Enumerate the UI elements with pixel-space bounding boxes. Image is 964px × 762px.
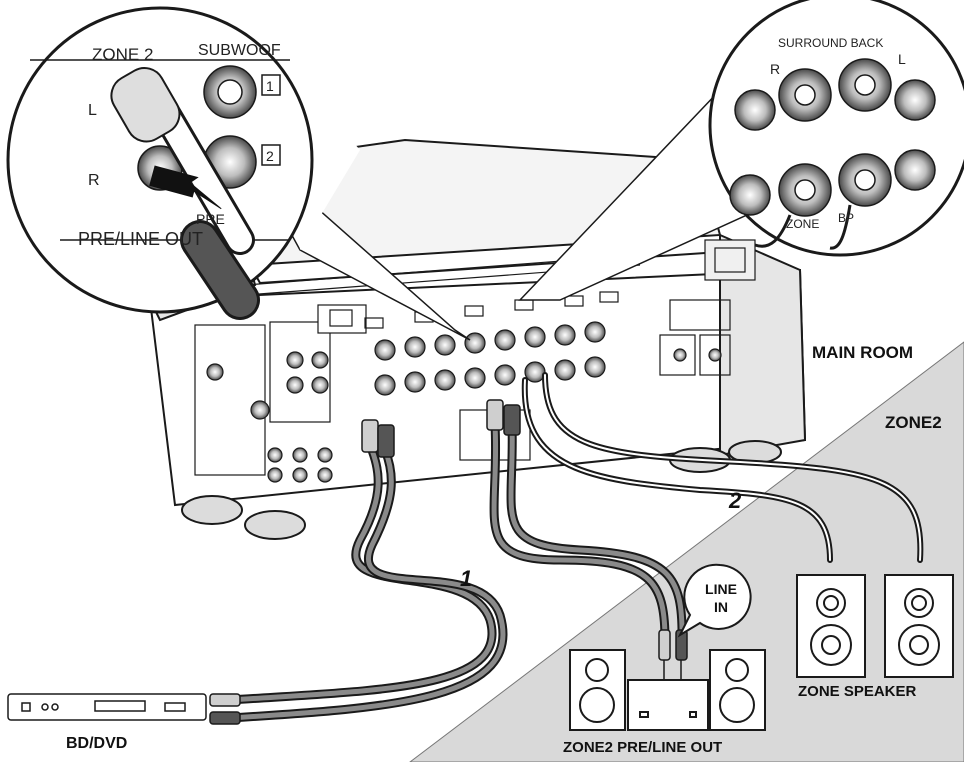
- callout-box1: 1: [266, 78, 274, 94]
- callout-right-r: R: [770, 61, 780, 77]
- callout-right: SURROUND BACK R L ZONE BP: [518, 0, 964, 301]
- callout-right-zone: ZONE: [786, 217, 819, 231]
- callout-l-label: L: [88, 102, 97, 119]
- callout-right-bp: BP: [838, 211, 854, 225]
- step-1-label: 1: [460, 566, 472, 591]
- callout-left: ZONE 2 SUBWOOF L R 1 2 PRE/LINE OUT PRE: [6, 6, 471, 341]
- zone2-amplifier-system: [569, 649, 766, 731]
- callout-surround-back: SURROUND BACK: [778, 36, 883, 50]
- rear-jacks: [206, 321, 722, 483]
- back-panel-details: [179, 239, 756, 476]
- bd-dvd-label: BD/DVD: [66, 735, 127, 752]
- line-in-text-1: LINE: [705, 581, 737, 597]
- rca-plugs-bd: [209, 693, 241, 725]
- zone-speaker-right: [884, 574, 954, 678]
- callout-box2: 2: [266, 148, 274, 164]
- line-in-bubble: LINE IN: [677, 563, 752, 638]
- callout-pre: PRE: [196, 211, 225, 227]
- zone2-label: ZONE2: [885, 413, 942, 432]
- zone2-preout-label: ZONE2 PRE/LINE OUT: [563, 739, 722, 756]
- callout-subwoofer-label: SUBWOOF: [198, 42, 281, 59]
- zone-speaker-label: ZONE SPEAKER: [798, 683, 917, 700]
- callout-zone2-label: ZONE 2: [92, 45, 153, 64]
- cable-1-zone2-preout: [489, 420, 687, 645]
- bd-dvd-player: [7, 693, 207, 721]
- insert-arrow-icon: [149, 165, 222, 210]
- callout-right-l: L: [898, 51, 906, 67]
- cable-2-zone-speakers: [521, 372, 924, 563]
- callout-r-label: R: [88, 172, 100, 189]
- rca-plugs-receiver: [361, 399, 521, 458]
- line-in-text-2: IN: [714, 599, 728, 615]
- cable-1-bd-input: [225, 440, 508, 723]
- callout-pre-line-out: PRE/LINE OUT: [78, 229, 203, 249]
- zone-speaker-left: [796, 574, 866, 678]
- rca-plugs-zone2: [658, 629, 688, 680]
- main-room-label: MAIN ROOM: [812, 343, 913, 362]
- step-2-label: 2: [728, 488, 742, 513]
